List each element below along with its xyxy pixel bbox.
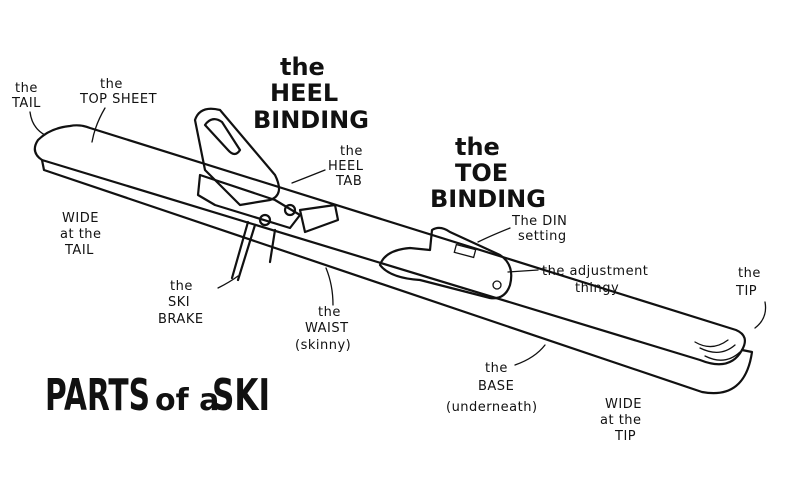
label-line: TAIL [64,243,94,258]
label-line: BINDING [253,106,369,134]
label-line: TAB [335,174,362,189]
label-line: the [340,144,363,159]
label-line: The DIN [511,214,567,229]
title-ski: SKI [212,370,270,421]
label-adjustment-thingy: the adjustment thingy [542,264,648,296]
toe-binding-illustration [378,226,513,300]
title-of-a: of a [155,383,219,418]
label-base: the BASE (underneath) [446,361,538,415]
label-line: TIP [614,429,636,444]
pointer-arrows [29,107,767,366]
label-line: HEEL [270,79,338,107]
label-tail: the TAIL [11,81,41,111]
label-line: the [318,305,341,320]
label-line: thingy [575,281,619,296]
label-waist: the WAIST (skinny) [295,305,351,353]
label-line: the [100,77,123,92]
label-toe-binding: the TOE BINDING [430,133,546,213]
label-line: HEEL [328,159,364,174]
label-line: at the [60,227,102,242]
label-line: WIDE [605,397,642,412]
label-line: TOP SHEET [79,92,157,107]
label-line: the [455,133,500,161]
diagram-title: PARTS of a SKI [45,370,270,421]
label-line: the [485,361,508,376]
label-wide-at-tail: WIDE at the TAIL [60,211,102,258]
heel-binding-illustration [193,107,340,282]
label-line: at the [600,413,642,428]
label-wide-at-tip: WIDE at the TIP [600,397,642,444]
ski-illustration [33,124,754,395]
label-line: BRAKE [158,312,204,327]
label-line: the [170,279,193,294]
label-line: (underneath) [446,400,538,415]
label-line: SKI [168,295,190,310]
label-line: setting [518,229,567,244]
label-heel-binding: the HEEL BINDING [253,53,369,134]
label-tip: the TIP [735,266,761,299]
label-din-setting: The DIN setting [511,214,567,244]
label-line: TOE [455,159,508,187]
label-line: the [280,53,325,81]
label-line: the [15,81,38,96]
label-line: TAIL [11,96,41,111]
label-line: the adjustment [542,264,648,279]
label-top-sheet: the TOP SHEET [79,77,157,107]
title-parts: PARTS [45,370,150,421]
label-line: the [738,266,761,281]
label-ski-brake: the SKI BRAKE [158,279,204,327]
label-line: BINDING [430,185,546,213]
label-heel-tab: the HEEL TAB [328,144,364,189]
label-line: TIP [735,284,757,299]
label-line: (skinny) [295,338,351,353]
label-line: WIDE [62,211,99,226]
label-line: BASE [478,379,514,394]
label-line: WAIST [305,321,349,336]
